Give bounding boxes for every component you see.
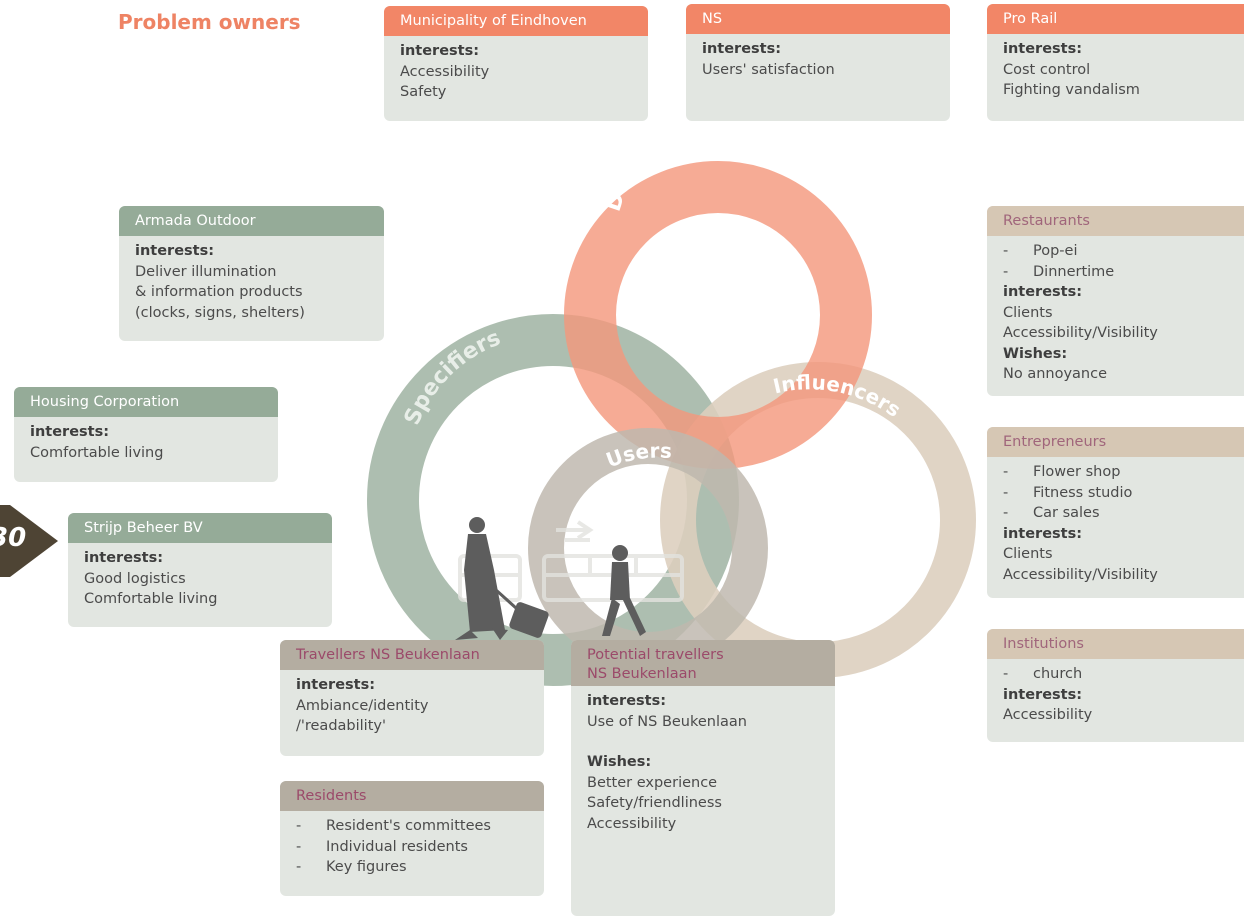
interest-line: /'readability': [296, 718, 386, 734]
interest-line: Comfortable living: [30, 444, 164, 461]
interest-line: Accessibility: [400, 63, 490, 80]
interest-line: Clients: [1003, 304, 1053, 321]
interests-label: interests:: [1003, 525, 1083, 542]
interests-label: interests:: [1003, 686, 1083, 703]
traveller-silhouettes: [455, 517, 646, 640]
interest-line: Users' satisfaction: [702, 61, 835, 78]
card-title: Travellers NS Beukenlaan: [280, 640, 544, 670]
card-prorail: Pro Rail interests: Cost control Fightin…: [987, 4, 1244, 121]
list-item: -Fitness studio: [1003, 484, 1133, 501]
interests-label: interests:: [30, 424, 110, 440]
interests-label: interests:: [1003, 284, 1083, 300]
interest-line: Good logistics: [84, 570, 186, 587]
card-housing-corporation: Housing Corporation interests: Comfortab…: [14, 387, 278, 482]
card-title: Institutions: [987, 629, 1244, 659]
interest-line: & information products: [135, 284, 303, 300]
interest-line: Deliver illumination: [135, 263, 277, 280]
card-title: Restaurants: [987, 206, 1244, 236]
card-potential-travellers: Potential travellers NS Beukenlaan inter…: [571, 640, 835, 916]
interests-label: interests:: [702, 41, 782, 57]
list-item: -Flower shop: [1003, 464, 1121, 480]
interest-line: Ambiance/identity: [296, 697, 429, 714]
list-item: -church: [1003, 666, 1083, 682]
card-municipality-eindhoven: Municipality of Eindhoven interests: Acc…: [384, 6, 648, 121]
wish-line: Accessibility: [587, 815, 677, 832]
card-residents: Residents -Resident's committees -Indivi…: [280, 781, 544, 896]
card-title: Armada Outdoor: [119, 206, 384, 236]
list-item: -Key figures: [296, 859, 407, 875]
wish-line: No annoyance: [1003, 366, 1108, 382]
card-title: NS: [686, 4, 950, 34]
list-item: -Pop-ei: [1003, 243, 1078, 259]
card-ns: NS interests: Users' satisfaction: [686, 4, 950, 121]
interest-line: Fighting vandalism: [1003, 82, 1140, 98]
interest-line: Comfortable living: [84, 591, 218, 607]
interests-label: interests:: [296, 677, 376, 693]
interest-line: Safety: [400, 84, 447, 100]
card-entrepreneurs: Entrepreneurs -Flower shop -Fitness stud…: [987, 427, 1244, 598]
interest-line: Clients: [1003, 546, 1053, 562]
card-institutions: Institutions -church interests: Accessib…: [987, 629, 1244, 742]
list-item: -Dinnertime: [1003, 263, 1115, 280]
interest-line: Accessibility: [1003, 707, 1093, 723]
interests-label: interests:: [1003, 41, 1083, 57]
card-restaurants: Restaurants -Pop-ei -Dinnertime interest…: [987, 206, 1244, 396]
interest-line: (clocks, signs, shelters): [135, 304, 305, 321]
page-title: Problem owners: [118, 10, 301, 34]
interest-line: Accessibility/Visibility: [1003, 566, 1158, 583]
wishes-label: Wishes:: [1003, 345, 1068, 362]
card-title-line: Potential travellers: [587, 647, 724, 663]
card-strijp-beheer: Strijp Beheer BV interests: Good logisti…: [68, 513, 332, 627]
card-armada-outdoor: Armada Outdoor interests: Deliver illumi…: [119, 206, 384, 341]
card-travellers: Travellers NS Beukenlaan interests: Ambi…: [280, 640, 544, 756]
specifiers-ring: [367, 314, 739, 686]
card-title: Municipality of Eindhoven: [384, 6, 648, 36]
card-title: Residents: [280, 781, 544, 811]
list-item: -Individual residents: [296, 838, 468, 855]
interests-label: interests:: [135, 243, 215, 259]
card-title: Entrepreneurs: [987, 427, 1244, 457]
card-title: Pro Rail: [987, 4, 1244, 34]
wish-line: Better experience: [587, 774, 718, 791]
interests-label: interests:: [84, 550, 164, 566]
card-title: Housing Corporation: [14, 387, 278, 417]
wishes-label: Wishes:: [587, 754, 652, 770]
card-title: Potential travellers NS Beukenlaan: [571, 640, 835, 686]
interest-line: Use of NS Beukenlaan: [587, 713, 747, 730]
interests-label: interests:: [587, 693, 667, 709]
decision-makers-ring: [564, 161, 872, 469]
card-title: Strijp Beheer BV: [68, 513, 332, 543]
interest-line: Cost control: [1003, 61, 1091, 78]
page-number: 30: [0, 523, 27, 553]
card-title-line: NS Beukenlaan: [587, 666, 697, 682]
list-item: -Car sales: [1003, 505, 1100, 521]
list-item: -Resident's committees: [296, 818, 491, 834]
page-number-marker: 30: [0, 505, 62, 577]
interest-line: Accessibility/Visibility: [1003, 325, 1158, 341]
interests-label: interests:: [400, 43, 480, 59]
wish-line: Safety/friendliness: [587, 795, 722, 811]
arrow-shape: [0, 505, 58, 577]
